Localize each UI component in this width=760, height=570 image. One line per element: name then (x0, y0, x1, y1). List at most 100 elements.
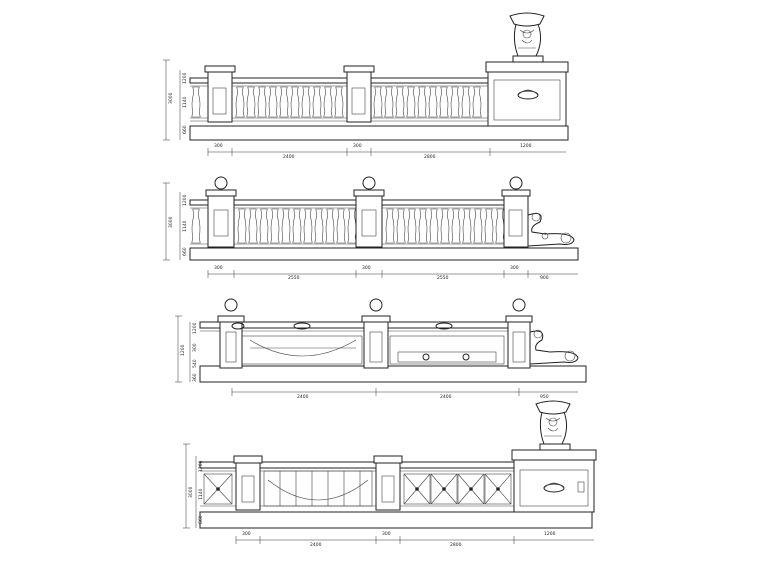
baluster (450, 86, 460, 118)
bottom-dim-2: 300 (353, 143, 362, 149)
baluster (290, 86, 300, 118)
post-left (217, 298, 245, 369)
baluster (418, 208, 428, 244)
baluster (407, 208, 417, 244)
side-dim-b: 300 (192, 343, 198, 352)
baluster (396, 208, 406, 244)
side-dim-d: 360 (192, 373, 198, 382)
baluster-row (191, 208, 505, 244)
baluster (473, 208, 483, 244)
side-dim-b: 1140 (198, 488, 204, 500)
bottom-dim-4: 300 (510, 265, 519, 271)
bottom-dim-1: 2550 (288, 275, 300, 281)
post-right (505, 298, 533, 369)
elevation-1: 3000 1200 1140 660 300 2400 300 2800 120… (163, 12, 569, 160)
baluster (301, 86, 311, 118)
side-dim-c: 660 (182, 125, 188, 134)
scroll-ornament (527, 212, 575, 247)
panel-right (389, 335, 505, 365)
baluster (303, 208, 313, 244)
base-plinth (189, 247, 579, 261)
rosette (462, 353, 470, 361)
baluster (472, 86, 482, 118)
side-dim-c: 540 (192, 359, 198, 368)
baluster (347, 208, 357, 244)
baluster (334, 86, 344, 118)
side-dim-a: 1200 (182, 194, 188, 206)
scroll-ornament (529, 329, 579, 365)
bottom-dim-0: 2400 (297, 394, 309, 400)
post-middle (343, 65, 375, 123)
baluster (235, 86, 245, 118)
baluster (495, 208, 505, 244)
bottom-dim-3: 2800 (424, 154, 436, 160)
elevation-2: 3000 1200 1140 660 300 2550 300 2550 300… (163, 176, 579, 281)
baluster (384, 86, 394, 118)
bottom-dim-2: 950 (540, 394, 549, 400)
statue-pedestal (485, 12, 569, 127)
baluster (336, 208, 346, 244)
side-dim-b: 1140 (182, 220, 188, 232)
dimensions-1: 3000 1200 1140 660 300 2400 300 2800 120… (163, 59, 566, 160)
baluster (312, 86, 322, 118)
baluster (429, 208, 439, 244)
base-plinth (189, 125, 569, 141)
post-left (233, 455, 263, 511)
side-dim-a: 1200 (192, 322, 198, 334)
side-dim-a: 1200 (182, 72, 188, 84)
baluster (323, 86, 333, 118)
baluster (440, 208, 450, 244)
post-left (204, 65, 236, 123)
post-right (501, 176, 531, 248)
bottom-dim-3: 2550 (437, 275, 449, 281)
baluster (461, 86, 471, 118)
dimensions-2: 3000 1200 1140 660 300 2550 300 2550 300… (163, 182, 578, 281)
statue-pedestal (511, 400, 597, 513)
baluster (439, 86, 449, 118)
baluster (248, 208, 258, 244)
post-middle (373, 455, 403, 511)
baluster (462, 208, 472, 244)
bottom-dim-1: 2400 (283, 154, 295, 160)
post-middle (361, 298, 391, 369)
baluster (270, 208, 280, 244)
bottom-dim-2: 300 (382, 531, 391, 537)
height-dim: 3000 (168, 92, 174, 104)
bar-panel (263, 470, 373, 507)
elevation-3: 1200 1200 300 540 360 2400 2400 950 (175, 298, 587, 400)
bottom-dim-0: 300 (214, 143, 223, 149)
bottom-dim-3: 2800 (450, 542, 462, 548)
post-middle (353, 176, 385, 248)
lattice-panel-left (203, 473, 233, 505)
height-dim: 3000 (188, 486, 194, 498)
lattice-panel-right (403, 473, 512, 505)
baluster (484, 208, 494, 244)
baluster (373, 86, 383, 118)
baluster (279, 86, 289, 118)
baluster (237, 208, 247, 244)
baluster (325, 208, 335, 244)
bottom-dim-2: 300 (362, 265, 371, 271)
baluster (417, 86, 427, 118)
bottom-dim-4: 1200 (544, 531, 556, 537)
side-dim-a: 1200 (198, 460, 204, 472)
base-plinth (199, 511, 593, 529)
baluster (395, 86, 405, 118)
height-dim: 3000 (168, 216, 174, 228)
dimensions-4: 3000 1200 1140 660 300 2400 300 2800 120… (183, 443, 594, 548)
baluster (281, 208, 291, 244)
bottom-dim-0: 300 (242, 531, 251, 537)
rail-ornaments (231, 322, 453, 330)
baluster (268, 86, 278, 118)
baluster (406, 86, 416, 118)
side-dim-c: 660 (182, 247, 188, 256)
panel-left (241, 335, 363, 365)
bottom-dim-1: 2400 (440, 394, 452, 400)
bottom-dim-1: 2400 (310, 542, 322, 548)
post-left (205, 176, 237, 248)
side-dim-b: 1140 (182, 96, 188, 108)
base-plinth (199, 365, 587, 383)
dimensions-3: 1200 1200 300 540 360 2400 2400 950 (175, 315, 578, 400)
statue-figure (535, 400, 571, 445)
